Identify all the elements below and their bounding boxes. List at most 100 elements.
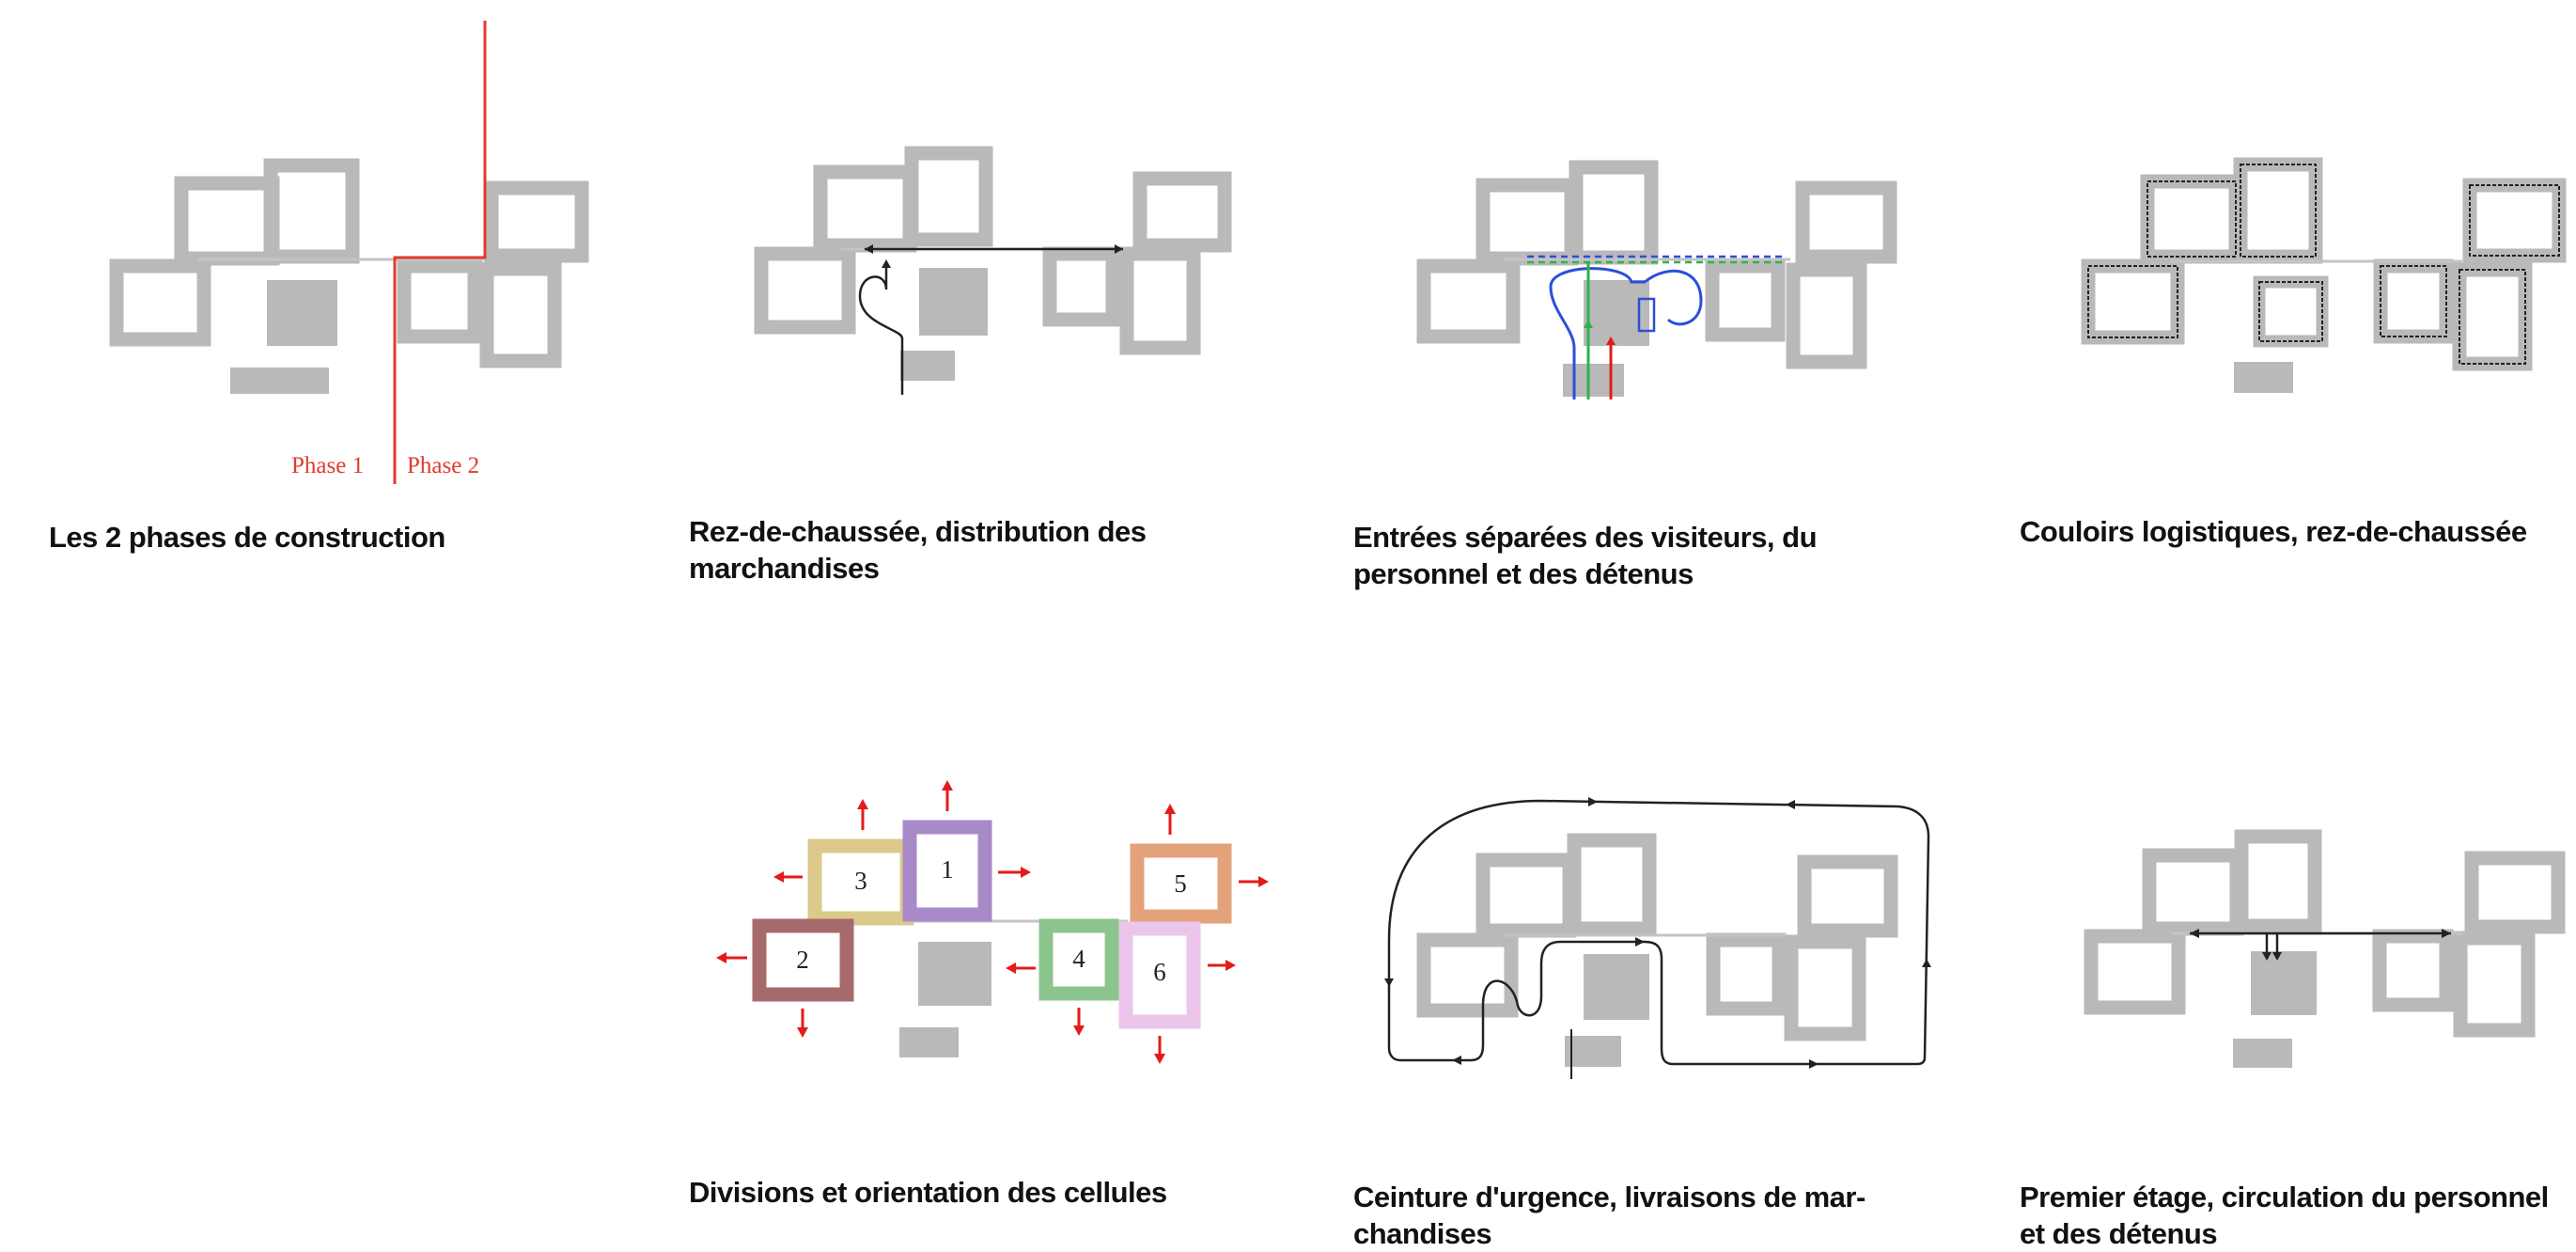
block	[1795, 180, 1897, 264]
block	[813, 164, 917, 253]
cell-block-6: 6	[1118, 921, 1201, 1029]
phase-divider-line	[393, 21, 487, 484]
route-arrowheads	[2190, 929, 2451, 961]
block	[1706, 932, 1787, 1016]
detainee-arrowhead	[1606, 336, 1616, 345]
cell-number-3: 3	[854, 867, 867, 895]
cell-block-5: 5	[1130, 843, 1232, 924]
orientation-arrow	[998, 867, 1031, 878]
block	[2453, 931, 2536, 1038]
block	[263, 158, 360, 264]
orientation-arrow	[797, 1009, 808, 1038]
orientation-arrow	[1208, 960, 1236, 971]
building-blocks	[2084, 829, 2566, 1038]
block	[1569, 160, 1659, 265]
arrowhead	[2190, 929, 2199, 938]
goods-loop	[858, 265, 904, 395]
arrowhead	[2272, 952, 2282, 961]
diagram-emergency-belt	[1372, 658, 1955, 1184]
cell-number-4: 4	[1072, 945, 1085, 973]
arrowhead	[1115, 244, 1123, 254]
caption-logistics-corridors: Couloirs logistiques, rez-de-chaussée	[2020, 515, 2527, 548]
block	[1475, 853, 1577, 938]
caption-phases: Les 2 phases de construction	[49, 521, 445, 554]
entrances-plan	[1416, 160, 1897, 399]
caption-cell-divisions: Divisions et orientation des cellules	[689, 1176, 1167, 1209]
phases-plan: Phase 1 Phase 2	[109, 21, 589, 484]
diagram-goods-distribution	[747, 0, 1330, 526]
caption-emergency-belt: Ceinture d'urgence, livraisons de mar- c…	[1353, 1181, 1866, 1250]
cell-block-4: 4	[1038, 918, 1119, 1001]
diagram-phases: Phase 1 Phase 2	[103, 0, 686, 526]
entrance-block	[2233, 1039, 2292, 1068]
block	[1042, 246, 1120, 327]
cell-number-5: 5	[1174, 869, 1187, 898]
cell-block-1: 1	[902, 820, 992, 922]
orientation-arrow	[1164, 804, 1176, 835]
central-block	[2251, 951, 2317, 1015]
building-blocks	[2081, 157, 2567, 371]
arrowhead	[1452, 1056, 1461, 1065]
corridor-loop	[2459, 269, 2526, 365]
cell-frame	[1130, 843, 1232, 924]
arrowhead	[1635, 937, 1645, 947]
phase-2-label: Phase 2	[407, 453, 479, 478]
block	[1784, 934, 1866, 1041]
diagram-logistics-corridors	[2077, 0, 2576, 526]
block	[1786, 262, 1867, 369]
block	[2464, 851, 2566, 934]
route-arrowheads	[865, 244, 1123, 268]
cells-plan: 3 1 2 5 4 6	[716, 780, 1269, 1064]
building-blocks	[1416, 833, 1898, 1041]
orientation-arrow	[1154, 1036, 1165, 1064]
orientation-arrow	[857, 799, 868, 830]
arrowhead	[865, 244, 873, 254]
orientation-arrow	[716, 952, 747, 963]
building-blocks	[1416, 160, 1897, 369]
cell-frame	[1118, 921, 1201, 1029]
arrowhead	[1588, 797, 1598, 806]
block	[2081, 258, 2185, 345]
cell-frame	[902, 820, 992, 922]
block	[2084, 929, 2186, 1015]
cell-number-1: 1	[941, 855, 954, 884]
diagram-separate-entrances	[1410, 0, 1992, 526]
arrowhead	[2262, 952, 2272, 961]
arrowhead	[1786, 800, 1795, 809]
arrowhead	[1809, 1059, 1819, 1069]
orientation-arrows	[716, 780, 1269, 1064]
entrance-block	[900, 351, 955, 381]
block	[1475, 178, 1579, 266]
block	[1119, 246, 1201, 355]
visitor-room	[1637, 297, 1656, 333]
corridor-loop	[2147, 180, 2237, 258]
block	[2234, 829, 2322, 933]
block	[1567, 833, 1657, 936]
block	[2373, 258, 2454, 344]
orientation-arrow	[773, 871, 803, 883]
block	[109, 258, 211, 347]
orientation-arrow	[1239, 876, 1269, 887]
corridor-loop	[2469, 184, 2560, 257]
route-arrowheads	[1384, 797, 1931, 1069]
corridor-loop	[2380, 265, 2447, 337]
block	[484, 180, 589, 263]
arrowhead	[1922, 959, 1931, 967]
central-block	[1584, 954, 1649, 1020]
block	[2233, 157, 2323, 264]
entrance-block	[230, 368, 329, 394]
entrance-block	[899, 1027, 959, 1057]
block	[2462, 178, 2567, 263]
visitor-route	[1549, 267, 1703, 399]
cell-number-6: 6	[1153, 958, 1166, 986]
block	[2452, 262, 2533, 371]
block	[2372, 929, 2454, 1012]
entrance-block	[1563, 364, 1624, 397]
cell-frame	[1038, 918, 1119, 1001]
block	[754, 246, 856, 335]
cell-block-3: 3	[807, 838, 914, 926]
orientation-arrow	[942, 780, 953, 811]
diagram-cell-divisions: 3 1 2 5 4 6	[716, 658, 1325, 1184]
arrowhead	[2442, 929, 2451, 938]
entrance-block	[2234, 362, 2293, 393]
